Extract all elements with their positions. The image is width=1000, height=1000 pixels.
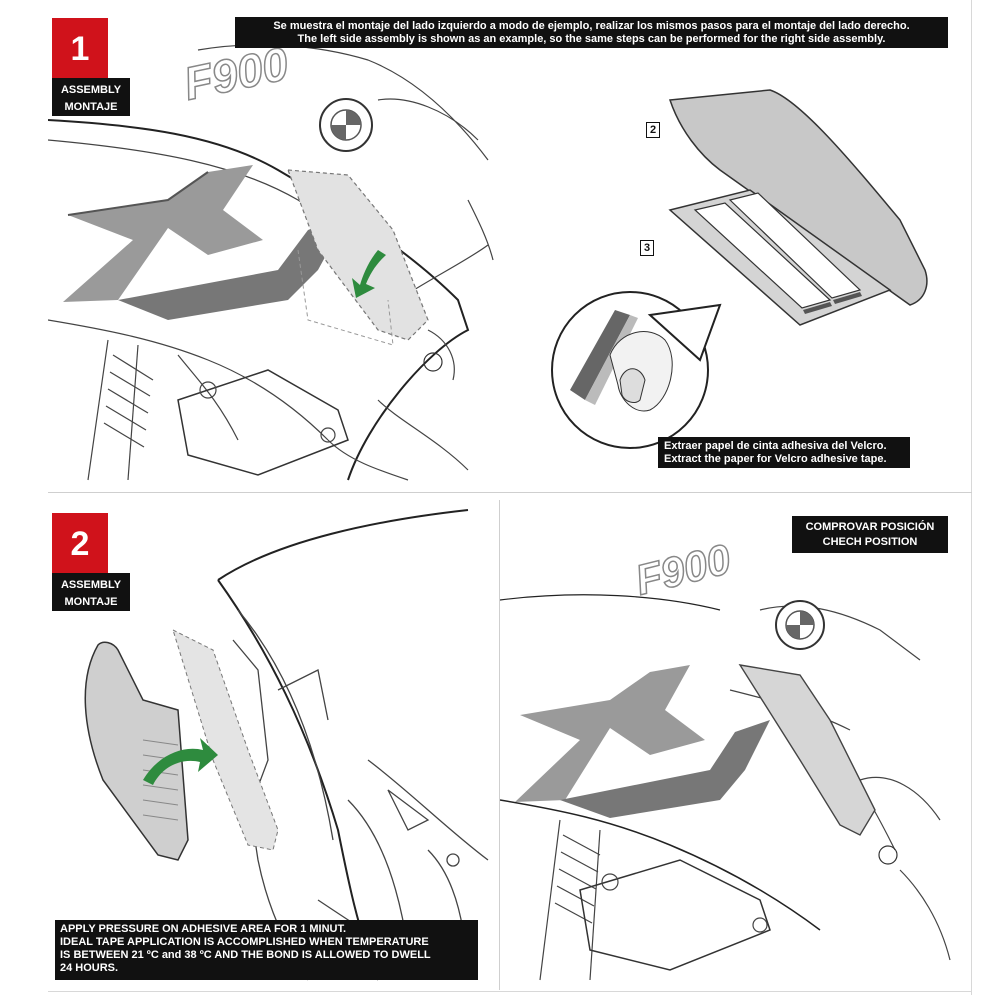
- pressure-note-line-1: APPLY PRESSURE ON ADHESIVE AREA FOR 1 MI…: [60, 923, 347, 935]
- pressure-note-line-3: IS BETWEEN 21 ºC and 38 ºC AND THE BOND …: [60, 949, 431, 961]
- pressure-note-line-4: 24 HOURS.: [60, 962, 119, 974]
- velcro-note-es: Extraer papel de cinta adhesiva del Velc…: [664, 440, 887, 452]
- tank-logo-text-right: F900: [631, 535, 735, 604]
- step-divider: [48, 492, 972, 493]
- step1-number-badge: 1: [52, 18, 108, 80]
- step1-label-es: MONTAJE: [64, 101, 118, 113]
- bmw-roundel-icon: [319, 98, 373, 152]
- header-note-en: The left side assembly is shown as an ex…: [297, 33, 886, 45]
- green-arrow-icon: [352, 250, 386, 298]
- step2-right-drawing: F900 XR: [500, 500, 970, 990]
- step1-assembly-label: ASSEMBLY MONTAJE: [52, 78, 130, 116]
- step2-label-en: ASSEMBLY: [60, 579, 122, 591]
- part-callout-3: 3: [640, 240, 655, 256]
- side-logo-text-right: XR: [500, 500, 502, 501]
- bmw-roundel-icon: [775, 600, 825, 650]
- step1-label-en: ASSEMBLY: [60, 84, 122, 96]
- header-note: Se muestra el montaje del lado izquierdo…: [235, 17, 948, 48]
- page-border-bottom: [48, 991, 972, 992]
- green-arrow-icon: [143, 738, 218, 785]
- page-border-right: [971, 0, 972, 995]
- step1-left-drawing: F900 XR: [48, 0, 508, 492]
- check-position-es: COMPROVAR POSICIÓN: [805, 521, 935, 533]
- xr-graphic-right: XR: [500, 500, 770, 818]
- check-position-en: CHECH POSITION: [822, 536, 918, 548]
- pressure-note-line-2: IDEAL TAPE APPLICATION IS ACCOMPLISHED W…: [60, 936, 429, 948]
- side-logo-text: XR: [48, 0, 50, 1]
- step2-assembly-label: ASSEMBLY MONTAJE: [52, 573, 130, 611]
- step2-label-es: MONTAJE: [64, 596, 118, 608]
- part-callout-2: 2: [646, 122, 661, 138]
- check-position-note: COMPROVAR POSICIÓN CHECH POSITION: [792, 516, 948, 553]
- magnifier-circle-icon: [551, 291, 722, 449]
- step1-parts-drawing: [540, 60, 960, 480]
- header-note-es: Se muestra el montaje del lado izquierdo…: [273, 20, 910, 32]
- step2-column-divider: [499, 500, 500, 990]
- velcro-note-en: Extract the paper for Velcro adhesive ta…: [664, 453, 887, 465]
- velcro-note: Extraer papel de cinta adhesiva del Velc…: [658, 437, 910, 468]
- xr-graphic: XR: [48, 0, 348, 320]
- pressure-note: APPLY PRESSURE ON ADHESIVE AREA FOR 1 MI…: [55, 920, 478, 980]
- step2-number-badge: 2: [52, 513, 108, 575]
